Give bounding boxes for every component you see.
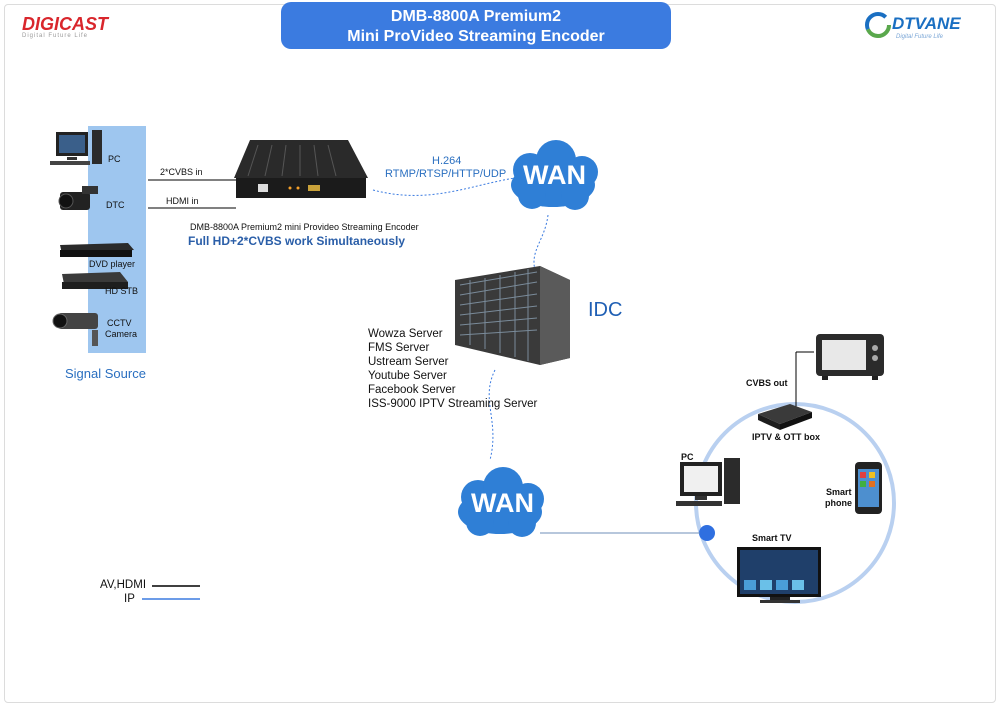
title-line-2: Mini ProVideo Streaming Encoder xyxy=(347,28,605,45)
ring-junction-dot xyxy=(699,525,715,541)
dtvane-logo-name: DTVANE xyxy=(892,14,961,33)
wan-bottom-label: WAN xyxy=(471,488,534,518)
cctv-source-icon xyxy=(52,313,98,346)
desktop-pc-icon xyxy=(676,458,740,506)
hdmi-in-label: HDMI in xyxy=(166,196,199,206)
legend-av-label: AV,HDMI xyxy=(100,579,147,591)
dtvane-logo-tag: Digital Future Life xyxy=(896,34,944,40)
smart-tv-icon xyxy=(737,547,821,603)
wan-to-idc-link xyxy=(533,214,549,271)
smart-phone-label-1: Smart xyxy=(826,487,852,497)
server-list: Wowza Server FMS Server Ustream Server Y… xyxy=(368,327,537,411)
stb-source-icon xyxy=(62,272,128,289)
cvbs-in-label: 2*CVBS in xyxy=(160,167,203,177)
dvd-player-source-icon xyxy=(60,243,134,257)
pc-source-icon xyxy=(50,130,102,165)
camcorder-source-icon xyxy=(58,186,98,210)
wan-top-label: WAN xyxy=(523,160,586,190)
digicast-logo: DIGICAST Digital Future Life xyxy=(22,14,108,39)
digicast-logo-name: DIGICAST xyxy=(22,14,109,34)
home-pc-label: PC xyxy=(681,452,694,462)
title-line-1: DMB-8800A Premium2 xyxy=(390,8,562,25)
iptv-box-label: IPTV & OTT box xyxy=(752,432,821,442)
server-item: Youtube Server xyxy=(368,370,447,382)
encoder-highlight: Full HD+2*CVBS work Simultaneously xyxy=(188,234,406,248)
digicast-logo-tag: Digital Future Life xyxy=(22,33,89,39)
source-pc-label: PC xyxy=(108,154,121,164)
source-cctv-label: CCTV xyxy=(107,318,132,328)
signal-source-label: Signal Source xyxy=(65,366,146,381)
encoder-caption: DMB-8800A Premium2 mini Provideo Streami… xyxy=(190,222,419,232)
wan-cloud-top xyxy=(511,140,598,210)
server-item: ISS-9000 IPTV Streaming Server xyxy=(368,398,538,410)
codec-label: H.264 xyxy=(432,155,462,167)
server-item: FMS Server xyxy=(368,342,430,354)
source-stb-label: HD STB xyxy=(105,286,139,296)
dtvane-logo: DTVANE Digital Future Life xyxy=(865,12,961,40)
smart-phone-label-2: phone xyxy=(825,498,852,508)
iptv-box-icon xyxy=(758,404,812,430)
source-dtc-label: DTC xyxy=(106,200,125,210)
smart-tv-label: Smart TV xyxy=(752,533,792,543)
server-item: Wowza Server xyxy=(368,328,443,340)
cvbs-out-label: CVBS out xyxy=(746,378,788,388)
source-dvd-label: DVD player xyxy=(89,259,136,269)
dtvane-swirl-icon xyxy=(865,12,891,38)
crt-tv-icon xyxy=(816,334,884,380)
smartphone-icon xyxy=(855,462,882,514)
encoder-to-wan-link xyxy=(372,177,516,196)
wan-cloud-bottom xyxy=(458,467,544,537)
idc-to-wan-link xyxy=(488,369,496,461)
idc-server-rack-icon xyxy=(455,266,570,365)
server-item: Ustream Server xyxy=(368,356,449,368)
encoder-device-icon xyxy=(234,140,368,198)
idc-label: IDC xyxy=(588,299,623,321)
server-item: Facebook Server xyxy=(368,384,456,396)
source-camera-label: Camera xyxy=(105,329,138,339)
diagram-title: DMB-8800A Premium2 Mini ProVideo Streami… xyxy=(281,2,671,49)
protocols-label: RTMP/RTSP/HTTP/UDP xyxy=(385,168,507,180)
legend-ip-label: IP xyxy=(124,593,135,605)
